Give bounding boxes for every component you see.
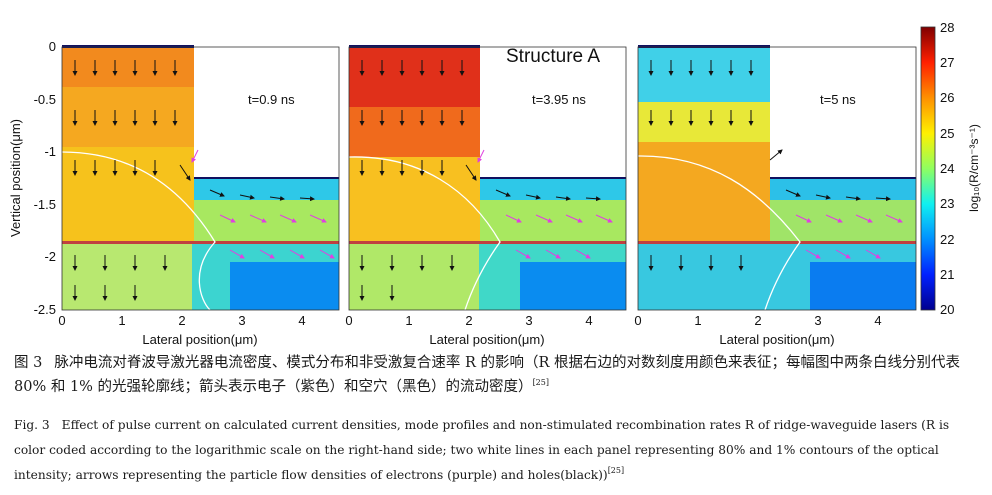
x-tick: 2 [754,313,761,328]
y-axis: 0 -0.5 -1 -1.5 -2 -2.5 [34,39,56,317]
electron-arrows-panel-2 [477,149,613,259]
caption-english-ref: [25] [607,466,625,475]
intensity-contours-panel-2 [348,156,501,311]
panel-1 [61,45,340,311]
colorbar-tick: 20 [940,302,954,317]
x-axis-label-panel-2: Lateral position(μm) [429,332,544,347]
panel-3 [637,45,917,311]
y-tick: -0.5 [34,92,56,107]
x-tick: 2 [465,313,472,328]
y-tick: 0 [49,39,56,54]
x-axis-panel-3: 0 1 2 3 4 [634,313,881,328]
x-tick: 1 [118,313,125,328]
panel-2 [348,45,627,311]
figure-structure-a: 0 -0.5 -1 -1.5 -2 -2.5 Vertical position… [8,20,981,347]
x-tick: 1 [405,313,412,328]
x-tick: 4 [298,313,305,328]
colorbar-tick: 21 [940,267,954,282]
y-tick: -1.5 [34,197,56,212]
time-label-panel-3: t=5 ns [820,92,856,107]
colorbar-tick: 28 [940,20,954,35]
caption-chinese-ref: [25] [532,378,549,387]
heatmap-field-panel-3 [638,45,916,310]
colorbar-label: log₁₀(R/cm⁻³s⁻¹) [967,124,981,212]
time-label-panel-1: t=0.9 ns [248,92,295,107]
x-tick: 3 [814,313,821,328]
colorbar: 28 27 26 25 24 23 22 21 20 log₁₀(R/cm⁻³s… [920,20,981,317]
time-label-panel-2: t=3.95 ns [532,92,586,107]
hole-arrows-panel-1 [72,60,315,301]
caption-english-text: Effect of pulse current on calculated cu… [14,418,950,482]
electron-arrows-panel-1 [191,149,335,259]
y-tick: -2.5 [34,302,56,317]
hole-arrows-panel-3 [648,60,891,271]
caption-chinese-text: 脉冲电流对脊波导激光器电流密度、模式分布和非受激复合速率 R 的影响（R 根据右… [14,355,961,395]
x-axis-label-panel-1: Lateral position(μm) [142,332,257,347]
x-axis-panel-2: 0 1 2 3 4 [345,313,592,328]
x-axis-panel-1: 0 1 2 3 4 [58,313,305,328]
x-tick: 4 [874,313,881,328]
electron-arrows-panel-3 [795,214,903,259]
x-tick: 0 [634,313,641,328]
colorbar-tick: 22 [940,232,954,247]
caption-english-label: Fig. 3 [14,418,50,432]
heatmap-field-panel-2 [349,45,626,310]
intensity-contours-panel-1 [61,151,216,311]
colorbar-tick: 26 [940,90,954,105]
intensity-contours-panel-3 [637,155,801,311]
structure-label: Structure A [506,46,600,67]
colorbar-tick: 27 [940,55,954,70]
heatmap-field-panel-1 [62,45,339,310]
x-tick: 1 [694,313,701,328]
x-tick: 0 [58,313,65,328]
colorbar-tick: 25 [940,126,954,141]
caption-chinese-label: 图 3 [14,355,43,371]
hole-arrows-panel-2 [359,60,601,301]
x-tick: 3 [525,313,532,328]
y-axis-label: Vertical position(μm) [8,119,23,237]
x-tick: 0 [345,313,352,328]
x-tick: 2 [178,313,185,328]
colorbar-tick: 23 [940,196,954,211]
y-tick: -1 [44,144,56,159]
x-tick: 3 [238,313,245,328]
y-tick: -2 [44,249,56,264]
x-tick: 4 [585,313,592,328]
x-axis-label-panel-3: Lateral position(μm) [719,332,834,347]
colorbar-tick: 24 [940,161,954,176]
